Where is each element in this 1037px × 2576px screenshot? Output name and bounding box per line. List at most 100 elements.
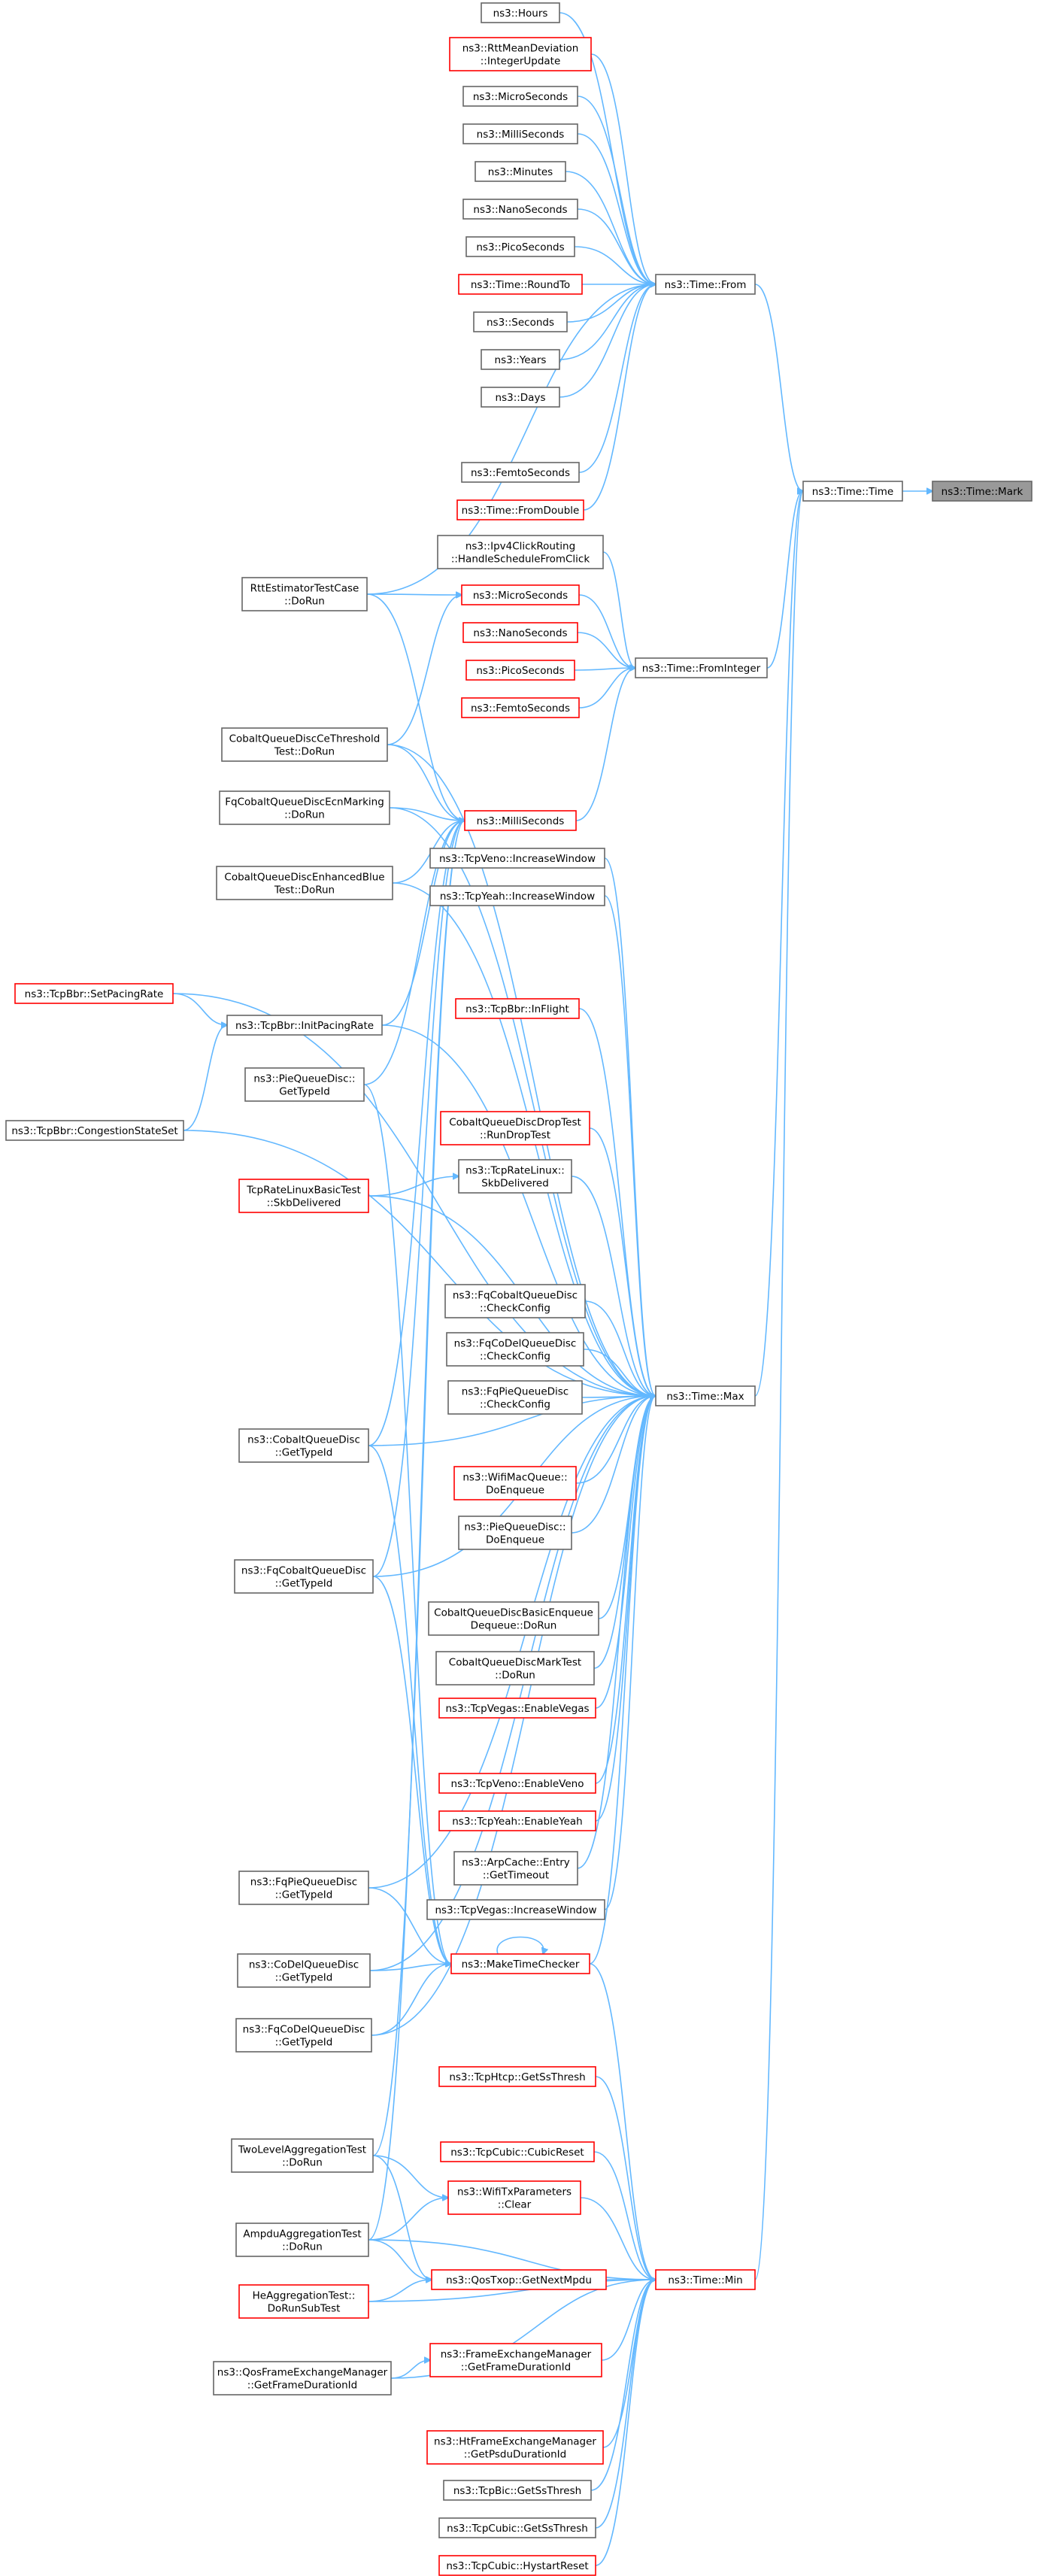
node-days[interactable]: ns3::Days <box>481 387 560 408</box>
node-label-line: ns3::FqCobaltQueueDisc <box>241 1565 366 1577</box>
node-box <box>216 866 393 900</box>
edge-cobalt-get-type-id-to-max <box>368 1396 656 1446</box>
node-fq-co-del-check[interactable]: ns3::FqCoDelQueueDisc::CheckConfig <box>446 1332 584 1367</box>
node-seconds[interactable]: ns3::Seconds <box>473 311 568 332</box>
node-round-to[interactable]: ns3::Time::RoundTo <box>458 274 583 295</box>
node-two-level-agg[interactable]: TwoLevelAggregationTest::DoRun <box>231 2138 374 2173</box>
node-label-line: ns3::Hours <box>493 8 548 20</box>
node-fq-cobalt-check[interactable]: ns3::FqCobaltQueueDisc::CheckConfig <box>444 1284 586 1318</box>
node-from[interactable]: ns3::Time::From <box>655 274 756 295</box>
node-make-time-checker[interactable]: ns3::MakeTimeChecker <box>450 1953 590 1974</box>
node-label-line: ns3::TcpCubic::HystartReset <box>446 2560 588 2572</box>
node-femto-sec1[interactable]: ns3::FemtoSeconds <box>461 462 580 483</box>
node-in-flight[interactable]: ns3::TcpBbr::InFlight <box>455 998 580 1019</box>
node-arp-cache[interactable]: ns3::ArpCache::Entry::GetTimeout <box>453 1851 578 1886</box>
node-hystart-reset[interactable]: ns3::TcpCubic::HystartReset <box>438 2555 596 2576</box>
node-cobalt-mark[interactable]: CobaltQueueDiscMarkTest::DoRun <box>435 1651 595 1685</box>
node-co-del-get-type-id[interactable]: ns3::CoDelQueueDisc::GetTypeId <box>237 1953 371 1988</box>
edge-pie-get-type-id-to-make-time-checker <box>363 1084 451 1964</box>
node-box <box>438 2555 596 2576</box>
edge-wifi-mac-enq-to-max <box>575 1396 656 1484</box>
node-max[interactable]: ns3::Time::Max <box>655 1385 756 1406</box>
edge-micro-sec1-to-from <box>577 96 656 284</box>
node-tcp-vegas-inc[interactable]: ns3::TcpVegas::IncreaseWindow <box>426 1899 605 1920</box>
node-label-line: ns3::Seconds <box>487 317 554 329</box>
node-qos-fem[interactable]: ns3::QosFrameExchangeManager::GetFrameDu… <box>213 2361 392 2395</box>
node-ampdu-agg[interactable]: AmpduAggregationTest::DoRun <box>235 2223 369 2257</box>
node-label-line: ns3::TcpYeah::IncreaseWindow <box>440 891 595 903</box>
node-from-double[interactable]: ns3::Time::FromDouble <box>456 499 584 520</box>
node-label-line: Test::DoRun <box>274 884 335 897</box>
node-wifi-tx-clear[interactable]: ns3::WifiTxParameters::Clear <box>447 2180 581 2215</box>
node-tcp-rate-linux-skb[interactable]: ns3::TcpRateLinux::SkbDelivered <box>458 1159 572 1194</box>
node-fq-co-del-get-type-id[interactable]: ns3::FqCoDelQueueDisc::GetTypeId <box>235 2018 372 2053</box>
edge-from-integer-to-time <box>766 491 803 669</box>
node-ipv4-click[interactable]: ns3::Ipv4ClickRouting::HandleScheduleFro… <box>437 535 604 569</box>
node-tcp-rate-linux-test[interactable]: TcpRateLinuxBasicTest::SkbDelivered <box>238 1179 369 1213</box>
node-fq-pie-get-type-id[interactable]: ns3::FqPieQueueDisc::GetTypeId <box>238 1871 369 1905</box>
node-set-pacing[interactable]: ns3::TcpBbr::SetPacingRate <box>14 983 174 1004</box>
node-box <box>481 2 560 23</box>
node-femto-sec2[interactable]: ns3::FemtoSeconds <box>461 697 580 718</box>
node-fem-get-frame[interactable]: ns3::FrameExchangeManager::GetFrameDurat… <box>429 2343 602 2377</box>
node-hours[interactable]: ns3::Hours <box>481 2 560 23</box>
node-min[interactable]: ns3::Time::Min <box>655 2269 756 2290</box>
node-tcp-htcp[interactable]: ns3::TcpHtcp::GetSsThresh <box>438 2066 596 2087</box>
node-tcp-yeah-inc[interactable]: ns3::TcpYeah::IncreaseWindow <box>429 885 605 906</box>
node-fq-cobalt-get-type-id[interactable]: ns3::FqCobaltQueueDisc::GetTypeId <box>234 1559 374 1594</box>
node-tcp-vegas-enable[interactable]: ns3::TcpVegas::EnableVegas <box>438 1698 596 1719</box>
node-nano-sec1[interactable]: ns3::NanoSeconds <box>462 199 578 220</box>
node-pico-sec1[interactable]: ns3::PicoSeconds <box>465 236 575 257</box>
node-label-line: ns3::Time::Time <box>812 486 893 498</box>
edge-make-time-checker-to-max <box>589 1396 656 1965</box>
node-from-integer[interactable]: ns3::Time::FromInteger <box>635 657 768 678</box>
node-he-agg[interactable]: HeAggregationTest::DoRunSubTest <box>238 2284 369 2319</box>
node-fq-cobalt-ecn[interactable]: FqCobaltQueueDiscEcnMarking::DoRun <box>219 790 390 825</box>
node-tcp-cubic-ss[interactable]: ns3::TcpCubic::GetSsThresh <box>438 2517 596 2538</box>
node-tcp-yeah-enable[interactable]: ns3::TcpYeah::EnableYeah <box>438 1810 596 1831</box>
node-minutes[interactable]: ns3::Minutes <box>475 161 566 182</box>
node-init-pacing[interactable]: ns3::TcpBbr::InitPacingRate <box>226 1015 383 1036</box>
node-tcp-veno-enable[interactable]: ns3::TcpVeno::EnableVeno <box>438 1773 596 1794</box>
node-ht-fem[interactable]: ns3::HtFrameExchangeManager::GetPsduDura… <box>426 2430 604 2465</box>
node-label-line: CobaltQueueDiscBasicEnqueue <box>434 1607 593 1619</box>
node-time[interactable]: ns3::Time::Time <box>802 481 903 502</box>
edge-wifi-tx-clear-to-min <box>580 2197 656 2280</box>
node-label-line: ns3::Time::Max <box>666 1391 744 1403</box>
node-wifi-mac-enq[interactable]: ns3::WifiMacQueue::DoEnqueue <box>453 1466 577 1500</box>
node-label-line: ns3::MicroSeconds <box>473 590 568 602</box>
node-pico-sec2[interactable]: ns3::PicoSeconds <box>465 660 575 681</box>
node-label-line: ns3::CobaltQueueDisc <box>247 1434 360 1446</box>
node-box <box>221 727 388 762</box>
node-milli-sec1[interactable]: ns3::MilliSeconds <box>462 123 578 144</box>
node-tcp-veno-inc[interactable]: ns3::TcpVeno::IncreaseWindow <box>429 848 605 869</box>
node-box <box>438 1810 596 1831</box>
node-label-line: TcpRateLinuxBasicTest <box>246 1185 361 1197</box>
edge-min-to-time <box>754 491 803 2280</box>
node-label-line: CobaltQueueDiscEnhancedBlue <box>224 872 384 884</box>
node-nano-sec2[interactable]: ns3::NanoSeconds <box>462 622 578 643</box>
node-label-line: FqCobaltQueueDiscEcnMarking <box>225 796 384 809</box>
node-cong-state[interactable]: ns3::TcpBbr::CongestionStateSet <box>5 1120 184 1141</box>
node-micro-sec2[interactable]: ns3::MicroSeconds <box>461 584 580 605</box>
node-cobalt-drop[interactable]: CobaltQueueDiscDropTest::RunDropTest <box>440 1111 590 1145</box>
node-cubic-reset[interactable]: ns3::TcpCubic::CubicReset <box>440 2141 595 2162</box>
node-fq-pie-check[interactable]: ns3::FqPieQueueDisc::CheckConfig <box>447 1380 583 1415</box>
node-cobalt-get-type-id[interactable]: ns3::CobaltQueueDisc::GetTypeId <box>238 1428 369 1463</box>
node-label-line: ns3::Time::Mark <box>941 486 1023 498</box>
edge-pie-get-type-id-to-milli-sec2 <box>363 821 465 1085</box>
node-tcp-bic[interactable]: ns3::TcpBic::GetSsThresh <box>443 2480 592 2501</box>
node-label-line: ::CheckConfig <box>480 1399 550 1411</box>
node-rtt-mean-dev[interactable]: ns3::RttMeanDeviation::IntegerUpdate <box>449 37 592 71</box>
node-pie-enq[interactable]: ns3::PieQueueDisc::DoEnqueue <box>458 1516 572 1550</box>
node-micro-sec1[interactable]: ns3::MicroSeconds <box>462 86 578 107</box>
node-qos-txop[interactable]: ns3::QosTxop::GetNextMpdu <box>431 2269 607 2290</box>
node-milli-sec2[interactable]: ns3::MilliSeconds <box>464 810 577 831</box>
node-cobalt-basic-enq[interactable]: CobaltQueueDiscBasicEnqueueDequeue::DoRu… <box>428 1601 599 1636</box>
node-box <box>932 481 1032 502</box>
node-rtt-est[interactable]: RttEstimatorTestCase::DoRun <box>241 577 368 611</box>
node-years[interactable]: ns3::Years <box>481 349 560 370</box>
node-pie-get-type-id[interactable]: ns3::PieQueueDisc::GetTypeId <box>244 1067 365 1102</box>
